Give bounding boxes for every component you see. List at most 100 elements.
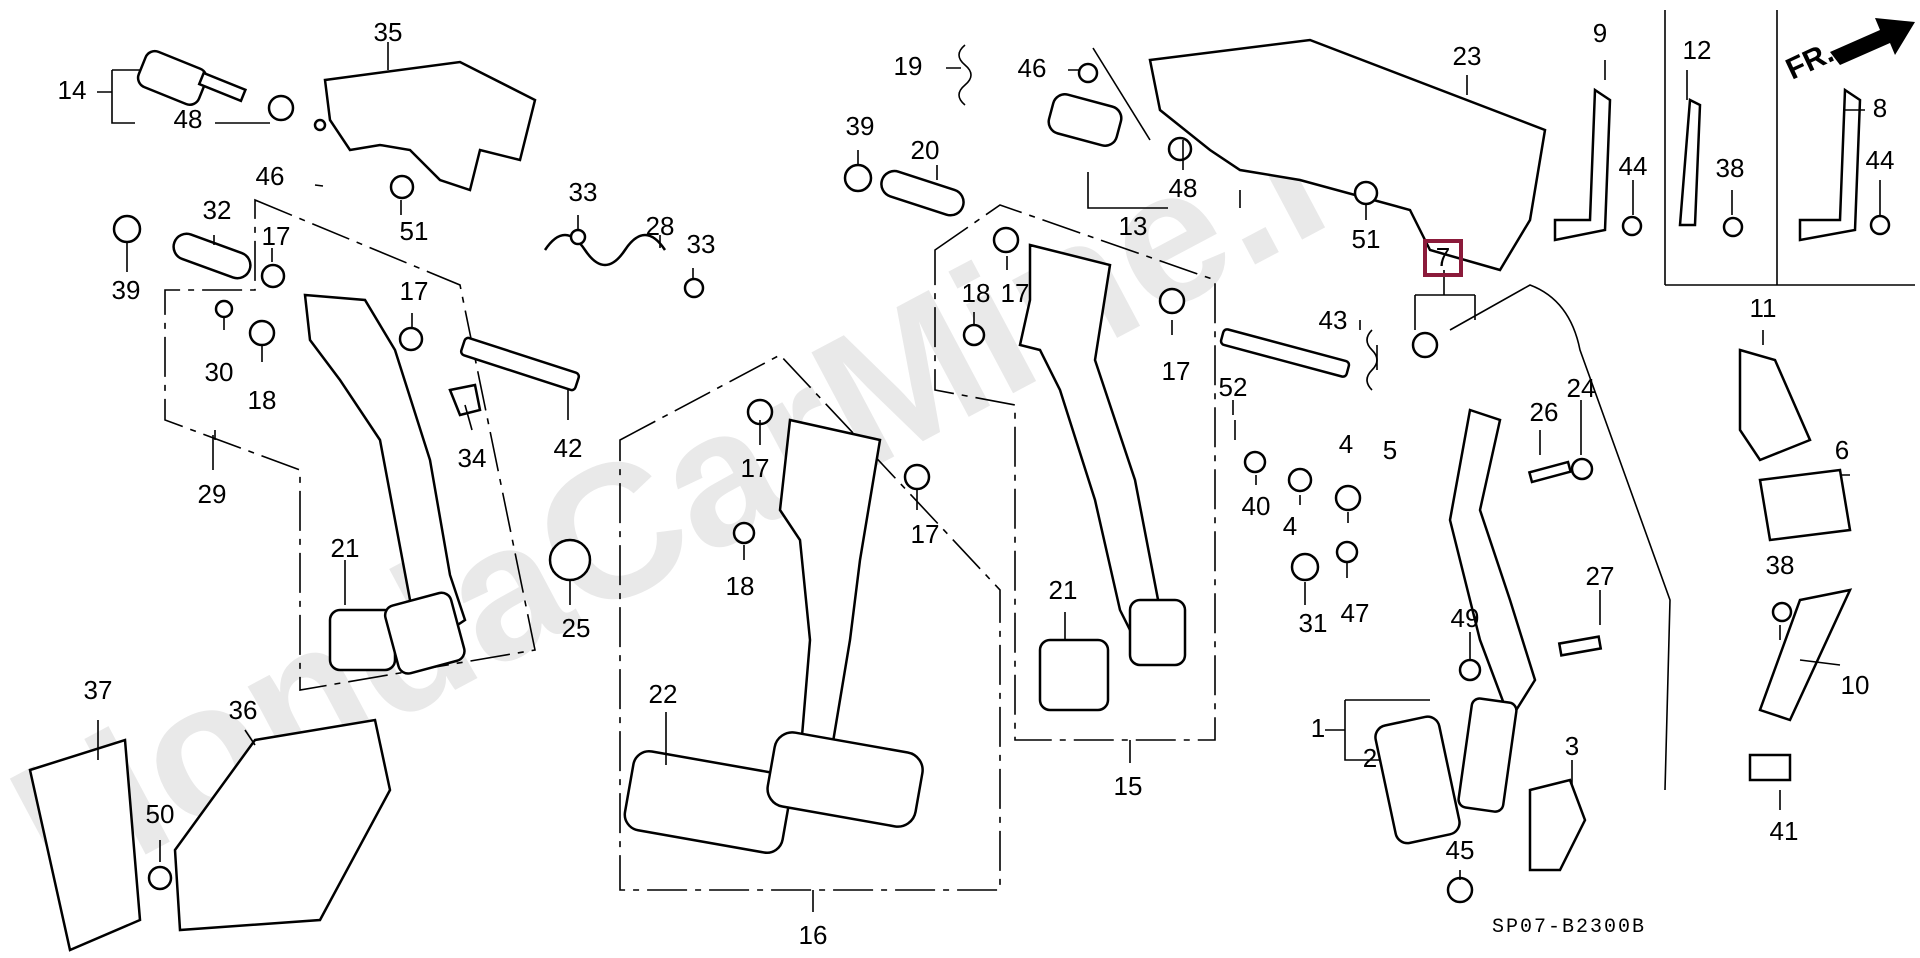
callout-11[interactable]: 11 <box>1750 293 1777 323</box>
part-17-bushing[interactable] <box>260 263 286 289</box>
callout-48[interactable]: 48 <box>174 104 203 134</box>
callout-17[interactable]: 17 <box>400 276 429 306</box>
callout-48[interactable]: 48 <box>1169 173 1198 203</box>
part-48-nut[interactable] <box>1167 136 1193 162</box>
callout-39[interactable]: 39 <box>846 111 875 141</box>
part-11-clip[interactable] <box>1738 348 1812 462</box>
part-34-clip[interactable] <box>448 383 482 417</box>
part-31-stopper[interactable] <box>1290 552 1320 582</box>
callout-15[interactable]: 15 <box>1114 771 1143 801</box>
part-42-bolt[interactable] <box>459 336 581 392</box>
part-19-spring[interactable] <box>958 44 972 106</box>
callout-38[interactable]: 38 <box>1766 550 1795 580</box>
callout-29[interactable]: 29 <box>198 479 227 509</box>
callout-36[interactable]: 36 <box>229 695 258 725</box>
part-33-collar[interactable] <box>569 228 587 246</box>
callout-18[interactable]: 18 <box>248 385 277 415</box>
part-7-bushing[interactable] <box>1411 331 1439 359</box>
part-15-brake-pedal[interactable] <box>1018 243 1162 653</box>
callout-47[interactable]: 47 <box>1341 598 1370 628</box>
callout-1[interactable]: 1 <box>1311 713 1325 743</box>
callout-12[interactable]: 12 <box>1683 35 1712 65</box>
part-26-bolt[interactable] <box>1527 460 1573 484</box>
part-13-switch[interactable] <box>1046 92 1124 149</box>
part-44-bolt[interactable] <box>1621 215 1643 237</box>
part-41-clip[interactable] <box>1748 753 1792 782</box>
part-21-pedal-pad[interactable] <box>1038 638 1110 712</box>
callout-18[interactable]: 18 <box>962 278 991 308</box>
callout-17[interactable]: 17 <box>1162 356 1191 386</box>
part-12-bracket[interactable] <box>1678 98 1702 227</box>
part-18-stopper[interactable] <box>732 521 756 545</box>
part-44-bolt[interactable] <box>1869 214 1891 236</box>
part-49-nut[interactable] <box>1458 658 1482 682</box>
part-33-collar[interactable] <box>683 277 705 299</box>
callout-42[interactable]: 42 <box>554 433 583 463</box>
part-4-bushing[interactable] <box>1334 484 1362 512</box>
part-47-nut[interactable] <box>1335 540 1359 564</box>
part-27-bolt[interactable] <box>1557 635 1603 657</box>
part-38-bolt[interactable] <box>1771 601 1793 623</box>
callout-2[interactable]: 2 <box>1363 743 1377 773</box>
part-25-stopper[interactable] <box>548 538 592 582</box>
part-9-bracket[interactable] <box>1553 87 1612 242</box>
callout-49[interactable]: 49 <box>1451 603 1480 633</box>
part-17-bushing[interactable] <box>903 463 931 491</box>
callout-19[interactable]: 19 <box>894 51 923 81</box>
callout-38[interactable]: 38 <box>1716 153 1745 183</box>
part-21-pedal-pad[interactable] <box>383 591 467 676</box>
callout-52[interactable]: 52 <box>1219 372 1248 402</box>
callout-16[interactable]: 16 <box>799 920 828 950</box>
callout-41[interactable]: 41 <box>1770 816 1799 846</box>
part-30-stopper[interactable] <box>214 299 234 319</box>
callout-9[interactable]: 9 <box>1593 18 1607 48</box>
callout-14[interactable]: 14 <box>58 75 87 105</box>
callout-20[interactable]: 20 <box>911 135 940 165</box>
callout-25[interactable]: 25 <box>562 613 591 643</box>
part-32-pin[interactable] <box>170 230 254 282</box>
callout-51[interactable]: 51 <box>1352 224 1381 254</box>
part-14-switch[interactable] <box>135 48 248 108</box>
callout-35[interactable]: 35 <box>374 17 403 47</box>
callout-17[interactable]: 17 <box>1001 278 1030 308</box>
part-37-mat[interactable] <box>28 738 142 952</box>
part-38-bolt[interactable] <box>1722 216 1744 238</box>
callout-3[interactable]: 3 <box>1565 731 1579 761</box>
part-3-bracket[interactable] <box>1528 778 1587 872</box>
throttle-cable[interactable] <box>1449 284 1671 791</box>
part-23-pedal-bracket[interactable] <box>1148 38 1547 272</box>
part-35-bracket[interactable] <box>323 60 537 192</box>
callout-4[interactable]: 4 <box>1283 511 1297 541</box>
callout-30[interactable]: 30 <box>205 357 234 387</box>
part-6-holder[interactable] <box>1758 468 1852 542</box>
callout-39[interactable]: 39 <box>112 275 141 305</box>
part-39-bushing[interactable] <box>843 163 873 193</box>
part-22-pedal-pad[interactable] <box>622 749 793 856</box>
part-18-stopper[interactable] <box>962 323 986 347</box>
callout-21[interactable]: 21 <box>1049 575 1078 605</box>
part-5-spring[interactable] <box>1366 329 1378 391</box>
callout-43[interactable]: 43 <box>1319 305 1348 335</box>
callout-27[interactable]: 27 <box>1586 561 1615 591</box>
callout-7-highlighted[interactable]: 7 <box>1436 242 1450 272</box>
callout-17[interactable]: 17 <box>911 519 940 549</box>
callout-24[interactable]: 24 <box>1567 373 1596 403</box>
callout-51[interactable]: 51 <box>400 216 429 246</box>
part-24-nut[interactable] <box>1570 457 1594 481</box>
callout-18[interactable]: 18 <box>726 571 755 601</box>
part-48-nut[interactable] <box>267 94 295 122</box>
callout-17[interactable]: 17 <box>741 453 770 483</box>
callout-33[interactable]: 33 <box>687 229 716 259</box>
callout-45[interactable]: 45 <box>1446 835 1475 865</box>
callout-21[interactable]: 21 <box>331 533 360 563</box>
part-2-pad[interactable] <box>1373 714 1462 845</box>
callout-22[interactable]: 22 <box>649 679 678 709</box>
part-46-bolt[interactable] <box>1077 62 1099 84</box>
part-17-bushing[interactable] <box>992 226 1020 254</box>
part-36-cover[interactable] <box>173 718 392 932</box>
part-39-bushing[interactable] <box>112 214 142 244</box>
callout-44[interactable]: 44 <box>1619 151 1648 181</box>
callout-33[interactable]: 33 <box>569 177 598 207</box>
part-17-bushing[interactable] <box>1158 287 1186 315</box>
part-45-bolt[interactable] <box>1446 876 1474 904</box>
